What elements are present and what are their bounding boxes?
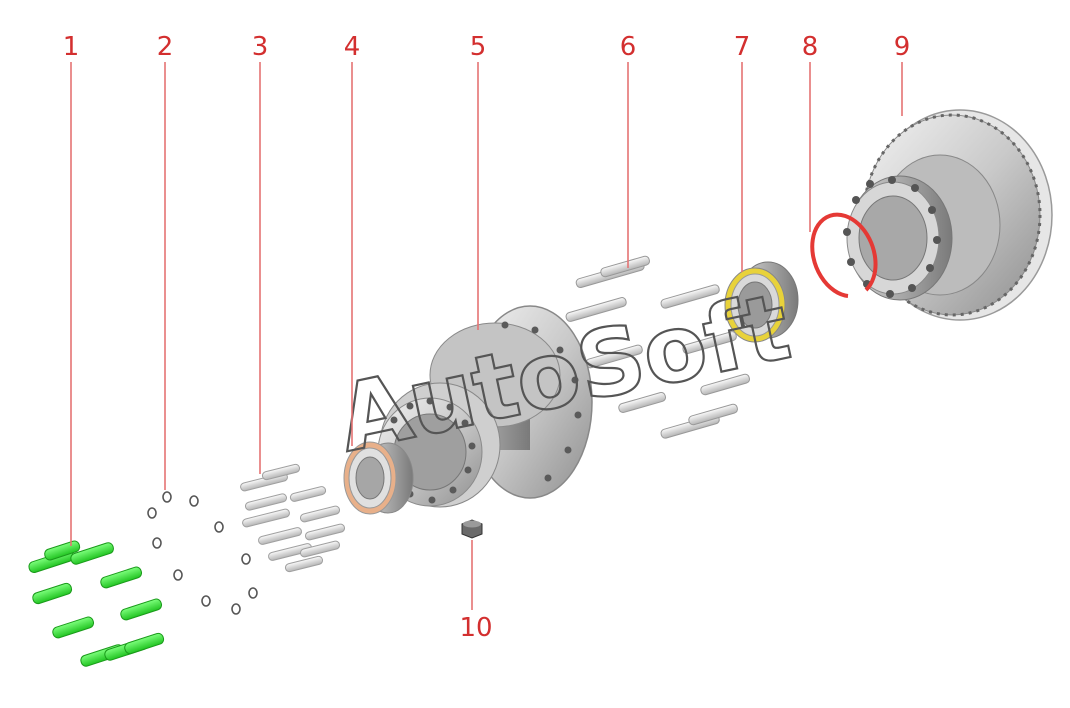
studs [240, 463, 346, 573]
wheel-hub [377, 305, 593, 508]
callout-10: 10 [459, 613, 492, 643]
wheel-bolts [28, 540, 165, 667]
callout-9: 9 [894, 32, 911, 62]
callout-7: 7 [734, 32, 751, 62]
callout-2: 2 [157, 32, 174, 62]
callout-1: 1 [63, 32, 80, 62]
leader-lines [70, 62, 903, 610]
callout-3: 3 [252, 32, 269, 62]
callout-6: 6 [620, 32, 637, 62]
snap-ring [810, 212, 878, 298]
inner-bearing [724, 261, 799, 343]
callout-8: 8 [802, 32, 819, 62]
brake-disc [843, 109, 1053, 321]
washers [147, 491, 258, 615]
callout-numbers: 1 2 3 4 5 6 7 8 9 10 [63, 32, 911, 643]
hub-bolts [565, 255, 750, 439]
outer-bearing [343, 441, 414, 515]
callout-5: 5 [470, 32, 487, 62]
callout-4: 4 [344, 32, 361, 62]
nut [461, 519, 483, 539]
